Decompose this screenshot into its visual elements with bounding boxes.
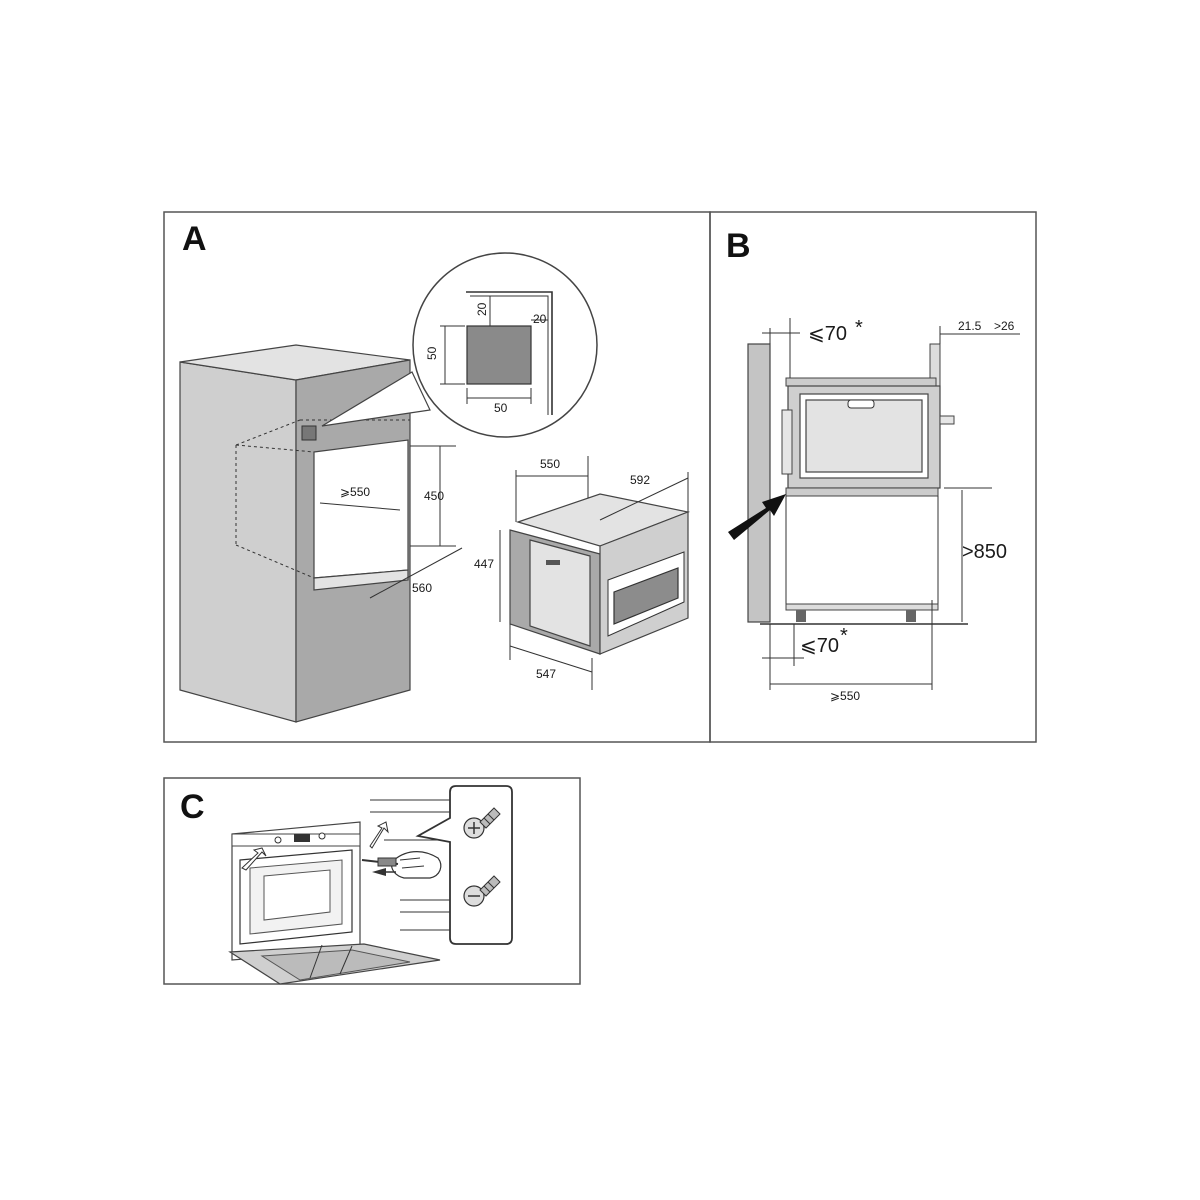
panel-b-frame: [709, 211, 1037, 743]
arrow-icon: [369, 821, 389, 849]
niche-height-label: 450: [424, 489, 444, 503]
tall-cabinet: [179, 344, 411, 723]
arrow-icon: [241, 847, 267, 871]
oven-drawing-a: 550 592 447 547: [474, 456, 691, 690]
oven-top-depth-label: 550: [540, 457, 560, 471]
arrow-icon: [728, 494, 786, 540]
screw-callout: [415, 785, 513, 945]
panel-b: B ⩽70 *: [709, 211, 1037, 743]
niche-depth-label: ⩾550: [340, 485, 370, 499]
panel-c-letter: C: [180, 788, 205, 826]
vent-top-label: 20: [475, 302, 489, 316]
vent-right-label: 20: [533, 312, 547, 326]
niche-width-label: 560: [412, 581, 432, 595]
panel-c-frame: [163, 777, 581, 985]
vent-square: [466, 325, 532, 385]
min-depth-label: ⩾550: [830, 689, 860, 703]
panel-a: A: [163, 211, 711, 743]
vent-side-label: 50: [425, 346, 439, 360]
oven-drawing-b: [781, 385, 955, 489]
oven-handle: [546, 560, 560, 565]
oven-width-label: 592: [630, 473, 650, 487]
top-gap-label: ⩽70: [808, 323, 847, 345]
panel-c: C: [163, 777, 581, 985]
oven-drawing-c: [228, 821, 441, 985]
top-gap-asterisk: *: [855, 317, 863, 339]
vent-opening: [301, 425, 317, 441]
panel-a-letter: A: [182, 220, 207, 258]
screw-icon: [463, 807, 501, 839]
oven-height-label: 447: [474, 557, 494, 571]
vent-callout: 50 20 20 50: [321, 252, 598, 438]
screw-icon: [463, 875, 501, 907]
panel-b-letter: B: [726, 227, 751, 265]
cabinet-dimensions: ⩾550 450 560: [319, 445, 463, 599]
counter-height-label: >850: [962, 541, 1007, 563]
side-gap-label: 21.5: [958, 319, 982, 333]
oven-handle-b: [847, 399, 875, 409]
vent-bottom-label: 50: [494, 401, 508, 415]
bottom-gap-asterisk: *: [840, 625, 848, 647]
hand-icon: [391, 851, 442, 879]
wall: [747, 343, 771, 623]
screwdriver-icon: [361, 857, 399, 876]
oven-bottom-depth-label: 547: [536, 667, 556, 681]
side-gap-max-label: >26: [994, 319, 1015, 333]
bottom-gap-label: ⩽70: [800, 635, 839, 657]
